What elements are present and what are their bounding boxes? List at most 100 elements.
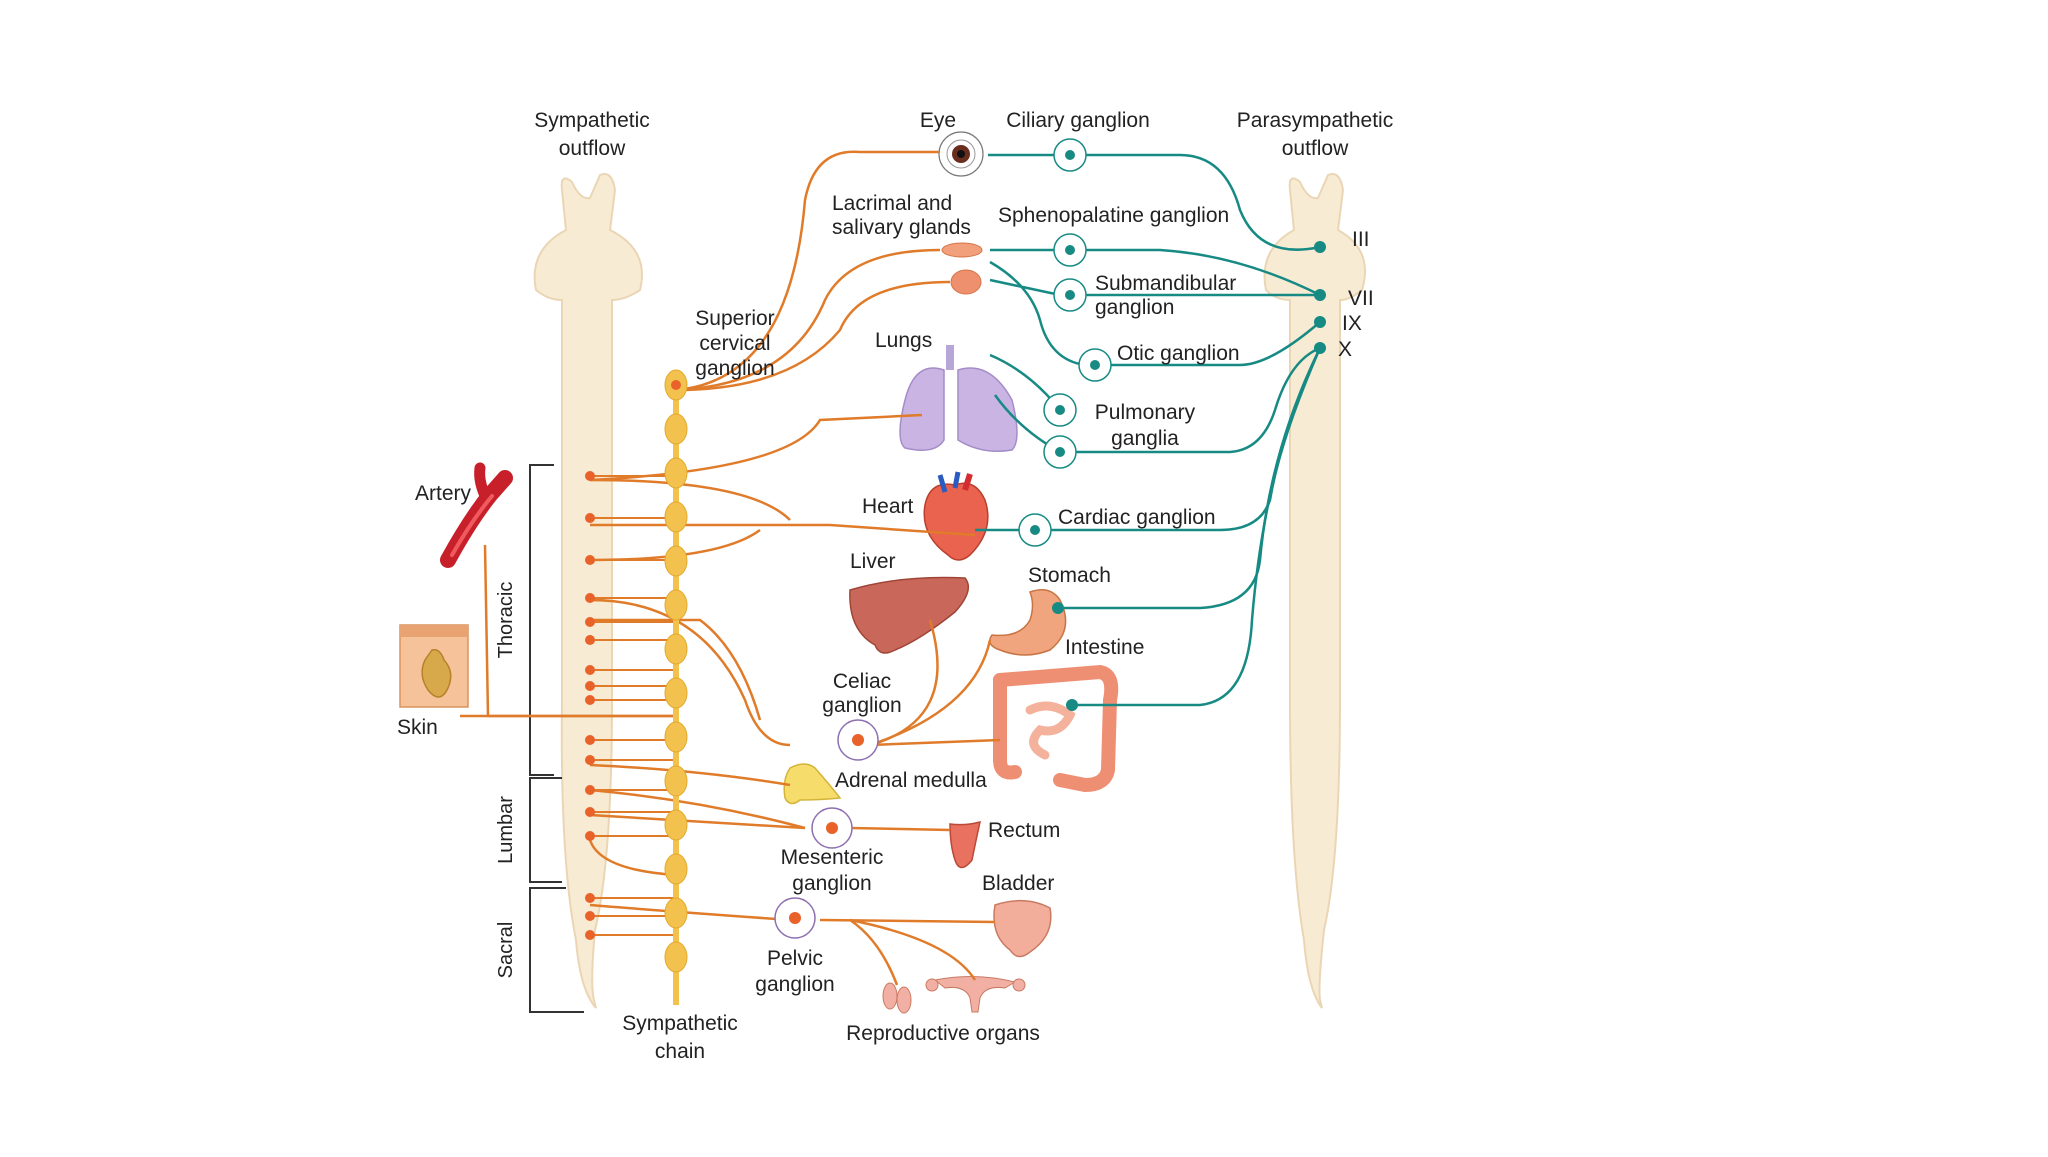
lacrimal-label-2: salivary glands (832, 216, 971, 239)
chain-ganglion (664, 897, 688, 929)
liver-label: Liver (850, 550, 896, 573)
celiac-ganglion-label-1: Celiac (833, 670, 891, 693)
chain-ganglion (664, 809, 688, 841)
outflow-node (585, 785, 595, 795)
chain-ganglion (664, 545, 688, 577)
sympathetic-chain-label-2: chain (655, 1040, 705, 1063)
path-pelvic-repro (849, 918, 899, 986)
cardiac-ganglion-label: Cardiac ganglion (1058, 506, 1216, 529)
parasympathetic-outflow-label-1: Parasympathetic (1237, 109, 1393, 132)
bracket-lumbar (529, 777, 562, 883)
stomach-ganglion-node (1052, 602, 1064, 614)
outflow-node (585, 755, 595, 765)
path-otic-gland (989, 260, 1086, 367)
chain-ganglion (664, 413, 688, 445)
chain-ganglion (664, 941, 688, 973)
cranial-nerve-nuclei (1314, 241, 1326, 354)
outflow-node (585, 471, 595, 481)
path-heart-2 (589, 478, 791, 521)
cranial-nerve-x-label: X (1338, 338, 1352, 361)
bladder-illustration (993, 899, 1052, 958)
celiac-ganglion-label-2: ganglion (822, 694, 901, 717)
submandibular-ganglion-label-2: ganglion (1095, 296, 1174, 319)
chain-ganglion (664, 501, 688, 533)
region-lumbar-label: Lumbar (495, 796, 517, 864)
submandibular-ganglion-node (1053, 278, 1087, 312)
mesenteric-ganglion-node (811, 807, 853, 849)
cardiac-ganglion-node (1018, 513, 1052, 547)
mesenteric-ganglion-label-1: Mesenteric (781, 846, 884, 869)
outflow-node (585, 635, 595, 645)
eye-label: Eye (920, 109, 956, 132)
bracket-sacral (529, 887, 584, 1013)
path-celiac-2 (590, 618, 762, 721)
chain-ganglion (664, 589, 688, 621)
path-pelvic (589, 903, 791, 922)
path-l-stub (588, 839, 677, 877)
path-heart (590, 523, 976, 537)
path-scg-lacrimal (675, 248, 941, 392)
sympathetic-outflow-lines (590, 475, 676, 936)
glands-illustration (941, 242, 983, 295)
spine-right-body (1263, 173, 1366, 1009)
intestine-illustration (993, 664, 1119, 793)
otic-ganglion-node (1078, 348, 1112, 382)
chain-ganglion (664, 677, 688, 709)
sympathetic-outflow-nodes (585, 471, 595, 940)
superior-cervical-ganglion-label-2: cervical (699, 332, 770, 355)
spinal-cord-right (1263, 173, 1366, 1009)
path-x-pulmonary (1075, 346, 1321, 454)
path-mesenteric (589, 788, 806, 830)
lacrimal-label-1: Lacrimal and (832, 192, 952, 215)
superior-cervical-ganglion-label-3: ganglion (695, 357, 774, 380)
path-submandibular-gland (989, 278, 1061, 297)
chain-ganglion (664, 457, 688, 489)
path-mesenteric-rectum (849, 826, 951, 832)
region-sacral-label: Sacral (495, 922, 517, 979)
bracket-thoracic (529, 464, 554, 776)
pelvic-ganglion-node (774, 897, 816, 939)
outflow-node (585, 593, 595, 603)
mesenteric-ganglion-label-2: ganglion (792, 872, 871, 895)
pulmonary-ganglia-label-1: Pulmonary (1095, 401, 1196, 424)
chain-ganglion (664, 721, 688, 753)
parasympathetic-pathways (975, 153, 1322, 707)
organs (399, 131, 1119, 1014)
outflow-node (585, 555, 595, 565)
pulmonary-ganglion-node-2 (1043, 435, 1077, 469)
adrenal-medulla-illustration (783, 763, 842, 805)
chain-ganglion (664, 853, 688, 885)
sphenopalatine-ganglion-node (1053, 233, 1087, 267)
celiac-ganglion-node (837, 719, 879, 761)
path-celiac-intestine (869, 738, 1001, 747)
pelvic-ganglion-label-2: ganglion (755, 973, 834, 996)
parasympathetic-ganglia (1018, 138, 1112, 711)
outflow-node (585, 617, 595, 627)
path-scg-salivary (675, 280, 951, 392)
diagram-labels: Sympathetic outflow Parasympathetic outf… (397, 109, 1393, 1063)
submandibular-ganglion-label-1: Submandibular (1095, 272, 1236, 295)
path-adrenal (589, 763, 791, 787)
region-brackets: Thoracic Lumbar Sacral (495, 464, 584, 1013)
nucleus-vii (1314, 289, 1326, 301)
cranial-nerve-vii-label: VII (1348, 287, 1374, 310)
outflow-node (585, 831, 595, 841)
sympathetic-ganglia (774, 719, 879, 939)
sympathetic-chain (664, 369, 688, 1005)
path-iii-ciliary (1080, 153, 1321, 251)
stomach-illustration (989, 589, 1067, 656)
intestine-ganglion-node (1066, 699, 1078, 711)
ciliary-ganglion-node (1053, 138, 1087, 172)
path-celiac-stomach (869, 639, 992, 747)
sympathetic-chain-label-1: Sympathetic (622, 1012, 738, 1035)
cranial-nerve-ix-label: IX (1342, 312, 1362, 335)
sympathetic-outflow-label-2: outflow (559, 137, 626, 160)
nucleus-x (1314, 342, 1326, 354)
artery-illustration (440, 462, 513, 568)
path-mesenteric-2 (589, 813, 806, 830)
path-pelvic-repro-2 (849, 918, 977, 981)
sphenopalatine-ganglion-label: Sphenopalatine ganglion (998, 204, 1229, 227)
outflow-node (585, 695, 595, 705)
path-celiac (589, 598, 791, 747)
